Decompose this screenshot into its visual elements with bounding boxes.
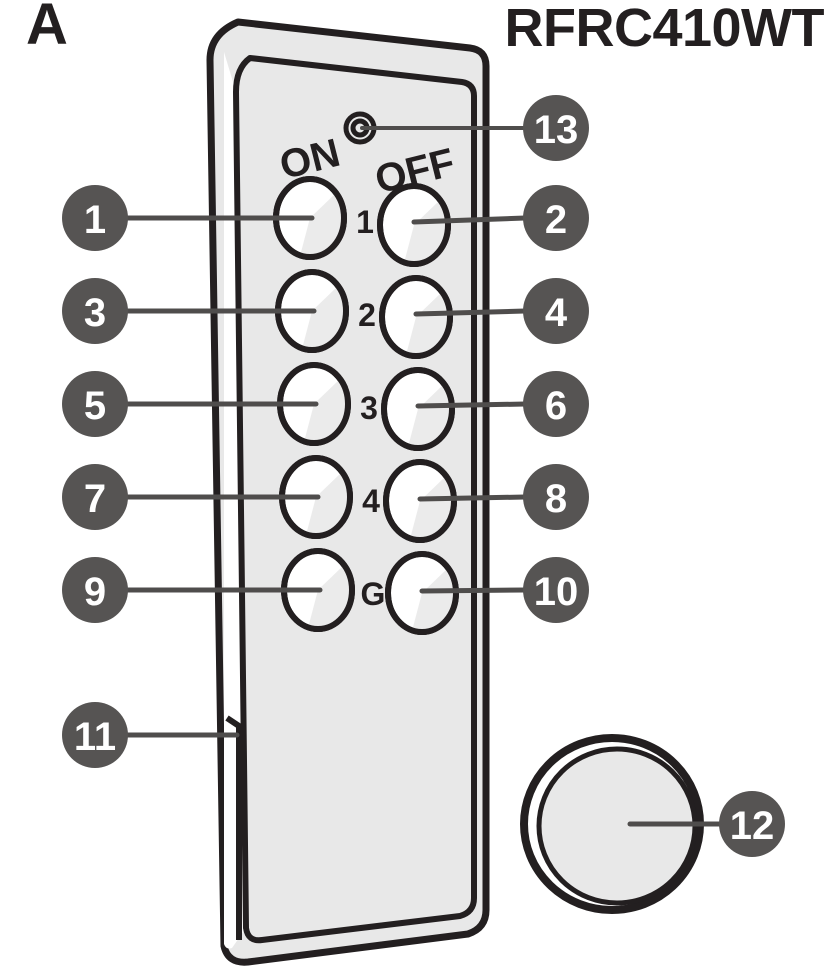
callout-4[interactable]: 4 <box>523 278 589 344</box>
svg-text:3: 3 <box>84 291 106 335</box>
callout-3[interactable]: 3 <box>62 278 128 344</box>
callout-11[interactable]: 11 <box>62 702 128 768</box>
svg-text:6: 6 <box>545 384 567 428</box>
row-label-g: G <box>361 576 386 612</box>
svg-text:4: 4 <box>545 291 568 335</box>
row-label-4: 4 <box>362 483 380 519</box>
battery-cover-notch <box>225 715 242 940</box>
svg-text:3: 3 <box>360 390 378 426</box>
callout-12[interactable]: 12 <box>719 791 785 857</box>
callout-7[interactable]: 7 <box>62 464 128 530</box>
svg-text:2: 2 <box>358 297 376 333</box>
svg-text:7: 7 <box>84 477 106 521</box>
on-button-row-1[interactable] <box>273 176 347 260</box>
row-label-3: 3 <box>360 390 378 426</box>
off-button-row-1[interactable] <box>377 183 451 267</box>
figure-label: A <box>26 0 68 57</box>
callout-5[interactable]: 5 <box>62 371 128 437</box>
leader-line-2 <box>411 215 528 225</box>
svg-text:10: 10 <box>534 570 579 614</box>
callout-2[interactable]: 2 <box>523 185 589 251</box>
callout-1[interactable]: 1 <box>62 185 128 251</box>
callout-13[interactable]: 13 <box>523 95 589 161</box>
row-label-1: 1 <box>356 204 374 240</box>
callout-6[interactable]: 6 <box>523 371 589 437</box>
leader-line-8 <box>417 494 528 502</box>
svg-text:11: 11 <box>74 715 116 759</box>
leader-line-6 <box>415 401 528 409</box>
svg-text:12: 12 <box>730 804 775 848</box>
svg-text:5: 5 <box>84 384 106 428</box>
svg-text:G: G <box>361 576 386 612</box>
leader-line-10 <box>419 587 528 594</box>
svg-text:13: 13 <box>534 108 579 152</box>
callout-leader-lines <box>125 126 724 827</box>
page-title: RFRC410WT <box>504 0 824 58</box>
svg-text:1: 1 <box>356 204 374 240</box>
svg-text:9: 9 <box>84 570 106 614</box>
callout-10[interactable]: 10 <box>523 557 589 623</box>
off-button-row-3[interactable] <box>381 367 455 451</box>
svg-text:2: 2 <box>545 198 567 242</box>
row-label-2: 2 <box>358 297 376 333</box>
svg-text:8: 8 <box>545 477 567 521</box>
callout-9[interactable]: 9 <box>62 557 128 623</box>
svg-text:1: 1 <box>84 198 106 242</box>
off-button-row-2[interactable] <box>379 275 453 359</box>
leader-line-4 <box>413 308 528 317</box>
callout-8[interactable]: 8 <box>523 464 589 530</box>
svg-text:4: 4 <box>362 483 380 519</box>
coin-cell-battery <box>520 734 704 914</box>
